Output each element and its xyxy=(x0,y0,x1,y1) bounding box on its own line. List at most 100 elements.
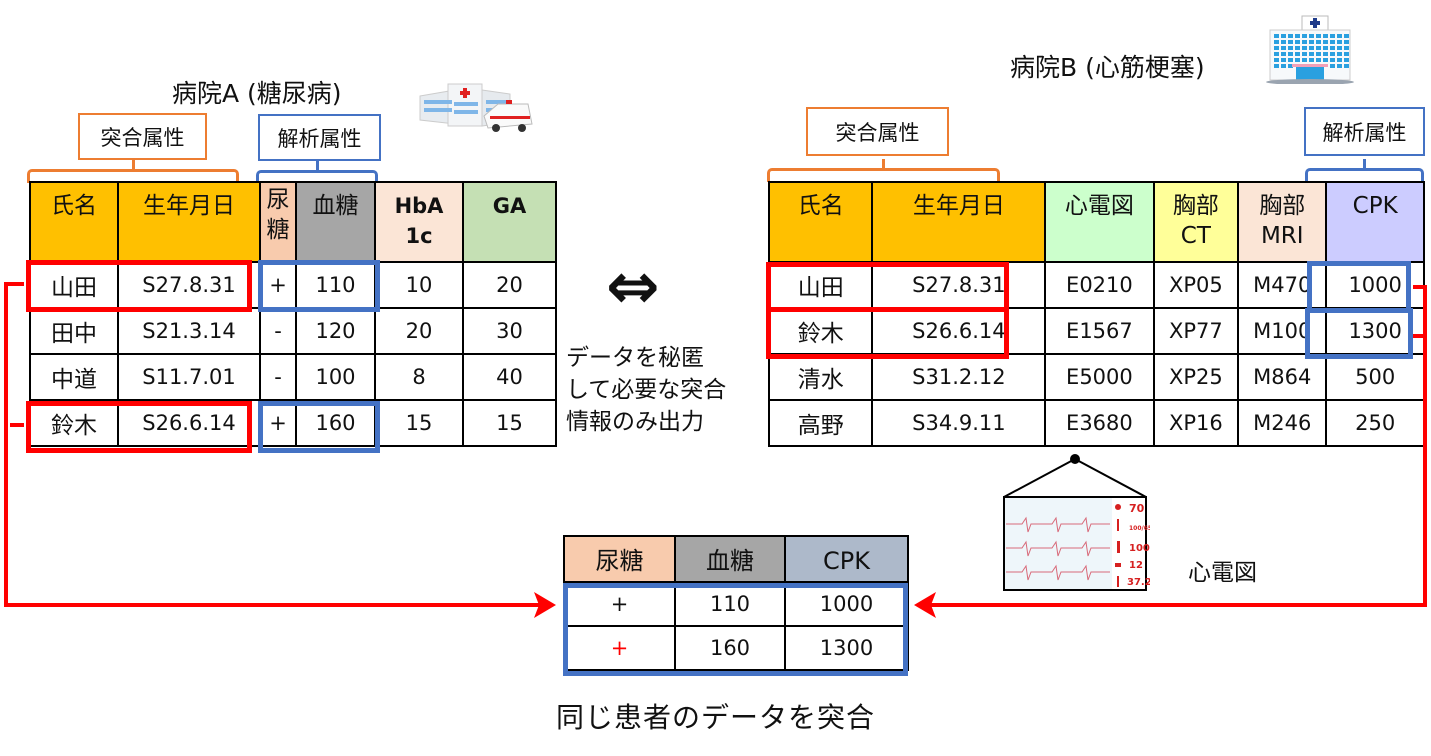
cell-cpk: 1300 xyxy=(784,625,909,671)
ecg-reading-spo2: 100 xyxy=(1129,543,1150,554)
window-pane xyxy=(1323,52,1328,56)
hospital-building-icon xyxy=(1266,15,1354,84)
window-pane xyxy=(1344,58,1349,62)
cell-cpk: 1000 xyxy=(784,581,909,627)
arrowhead-left-icon xyxy=(914,592,936,618)
window-pane xyxy=(1337,34,1342,38)
cell-ga: 30 xyxy=(462,307,557,355)
table-header-row: 氏名 生年月日 尿 糖 血糖 HbA 1c GA xyxy=(29,181,557,263)
left-connector-line xyxy=(4,282,540,607)
cell-chest-ct: XP16 xyxy=(1152,399,1240,447)
cell-blood-sugar: 110 xyxy=(674,581,786,627)
cell-hba1c: 20 xyxy=(374,307,464,355)
window-pane xyxy=(1302,58,1307,62)
hospital-a-title: 病院A (糖尿病) xyxy=(172,79,342,108)
window-pane xyxy=(1302,52,1307,56)
hospital-b-analysis-brace xyxy=(1305,159,1424,182)
cell-chest-ct: XP05 xyxy=(1152,261,1240,309)
cell-chest-ct: XP77 xyxy=(1152,307,1240,355)
window-pane xyxy=(1281,52,1286,56)
hospital-a-match-brace xyxy=(27,160,239,183)
window-pane xyxy=(1330,34,1335,38)
window-pane xyxy=(1288,58,1293,62)
privacy-caption-line-1: データを秘匿 xyxy=(566,345,704,371)
cell-ga: 20 xyxy=(462,261,557,309)
result-header-urine-sugar: 尿糖 xyxy=(563,535,676,583)
header-blood-sugar: 血糖 xyxy=(295,181,376,263)
cell-chest-mri: M864 xyxy=(1237,353,1328,401)
window-pane xyxy=(1316,58,1321,62)
window-pane xyxy=(1344,46,1349,50)
window-pane xyxy=(1337,64,1342,68)
window-pane xyxy=(1316,46,1321,50)
header-cpk: CPK xyxy=(1325,181,1425,263)
window-pane xyxy=(1302,34,1307,38)
window-pane xyxy=(1288,46,1293,50)
table-header-row: 尿糖 血糖 CPK xyxy=(563,535,909,583)
window-pane xyxy=(1330,40,1335,44)
window-pane xyxy=(1344,64,1349,68)
header-ecg: 心電図 xyxy=(1044,181,1155,263)
window-pane xyxy=(1295,46,1300,50)
hospital-b-match-brace xyxy=(767,159,1000,182)
hospital-a-match-attribute-label: 突合属性 xyxy=(78,113,207,160)
window-pane xyxy=(1309,40,1314,44)
window-pane xyxy=(1316,52,1321,56)
window-pane xyxy=(1281,64,1286,68)
window-pane xyxy=(1316,34,1321,38)
window-pane xyxy=(1274,64,1279,68)
cell-cpk: 500 xyxy=(1325,353,1425,401)
window-pane xyxy=(1344,52,1349,56)
privacy-caption-line-3: 情報のみ出力 xyxy=(566,409,704,435)
hospital-with-ambulance-icon xyxy=(419,83,533,132)
cell-chest-mri: M470 xyxy=(1237,261,1328,309)
ecg-monitor-icon: 70 100/65 100 12 37.2 xyxy=(1003,454,1150,591)
window-pane xyxy=(1323,58,1328,62)
cell-urine-sugar: - xyxy=(259,353,297,401)
cell-urine-sugar: - xyxy=(259,307,297,355)
cell-name: 山田 xyxy=(767,261,874,309)
result-header-blood-sugar: 血糖 xyxy=(674,535,786,583)
cell-dob: S26.6.14 xyxy=(871,307,1047,355)
window-pane xyxy=(1316,40,1321,44)
cell-ecg: E0210 xyxy=(1044,261,1155,309)
right-connector-line xyxy=(922,285,1427,607)
window-pane xyxy=(1337,46,1342,50)
hospital-a-analysis-attribute-label: 解析属性 xyxy=(258,114,381,161)
window-pane xyxy=(1323,46,1328,50)
cell-ecg: E5000 xyxy=(1044,353,1155,401)
cell-name: 高野 xyxy=(767,399,874,447)
header-name: 氏名 xyxy=(29,181,119,263)
window-pane xyxy=(1337,52,1342,56)
ecg-reading-pulse: 70 xyxy=(1129,502,1145,515)
header-chest-ct: 胸部 CT xyxy=(1152,181,1240,263)
window-pane xyxy=(1295,52,1300,56)
cell-blood-sugar: 100 xyxy=(295,353,376,401)
table-header-row: 氏名 生年月日 心電図 胸部 CT 胸部 MRI CPK xyxy=(767,181,1425,263)
arrowhead-right-icon xyxy=(534,592,556,618)
cell-name: 中道 xyxy=(29,353,119,401)
cell-dob: S27.8.31 xyxy=(871,261,1047,309)
window-pane xyxy=(1302,46,1307,50)
header-ga: GA xyxy=(462,181,557,263)
header-urine-sugar: 尿 糖 xyxy=(259,181,297,263)
window-pane xyxy=(1274,40,1279,44)
window-pane xyxy=(1274,34,1279,38)
ecg-label: 心電図 xyxy=(1188,560,1257,586)
cell-dob: S31.2.12 xyxy=(871,353,1047,401)
bidirectional-arrow-icon: ⇔ xyxy=(606,250,660,324)
window-pane xyxy=(1281,34,1286,38)
window-pane xyxy=(1295,40,1300,44)
cell-chest-ct: XP25 xyxy=(1152,353,1240,401)
cell-blood-sugar: 110 xyxy=(295,261,376,309)
cell-name: 清水 xyxy=(767,353,874,401)
header-dob: 生年月日 xyxy=(871,181,1047,263)
cell-ga: 40 xyxy=(462,353,557,401)
